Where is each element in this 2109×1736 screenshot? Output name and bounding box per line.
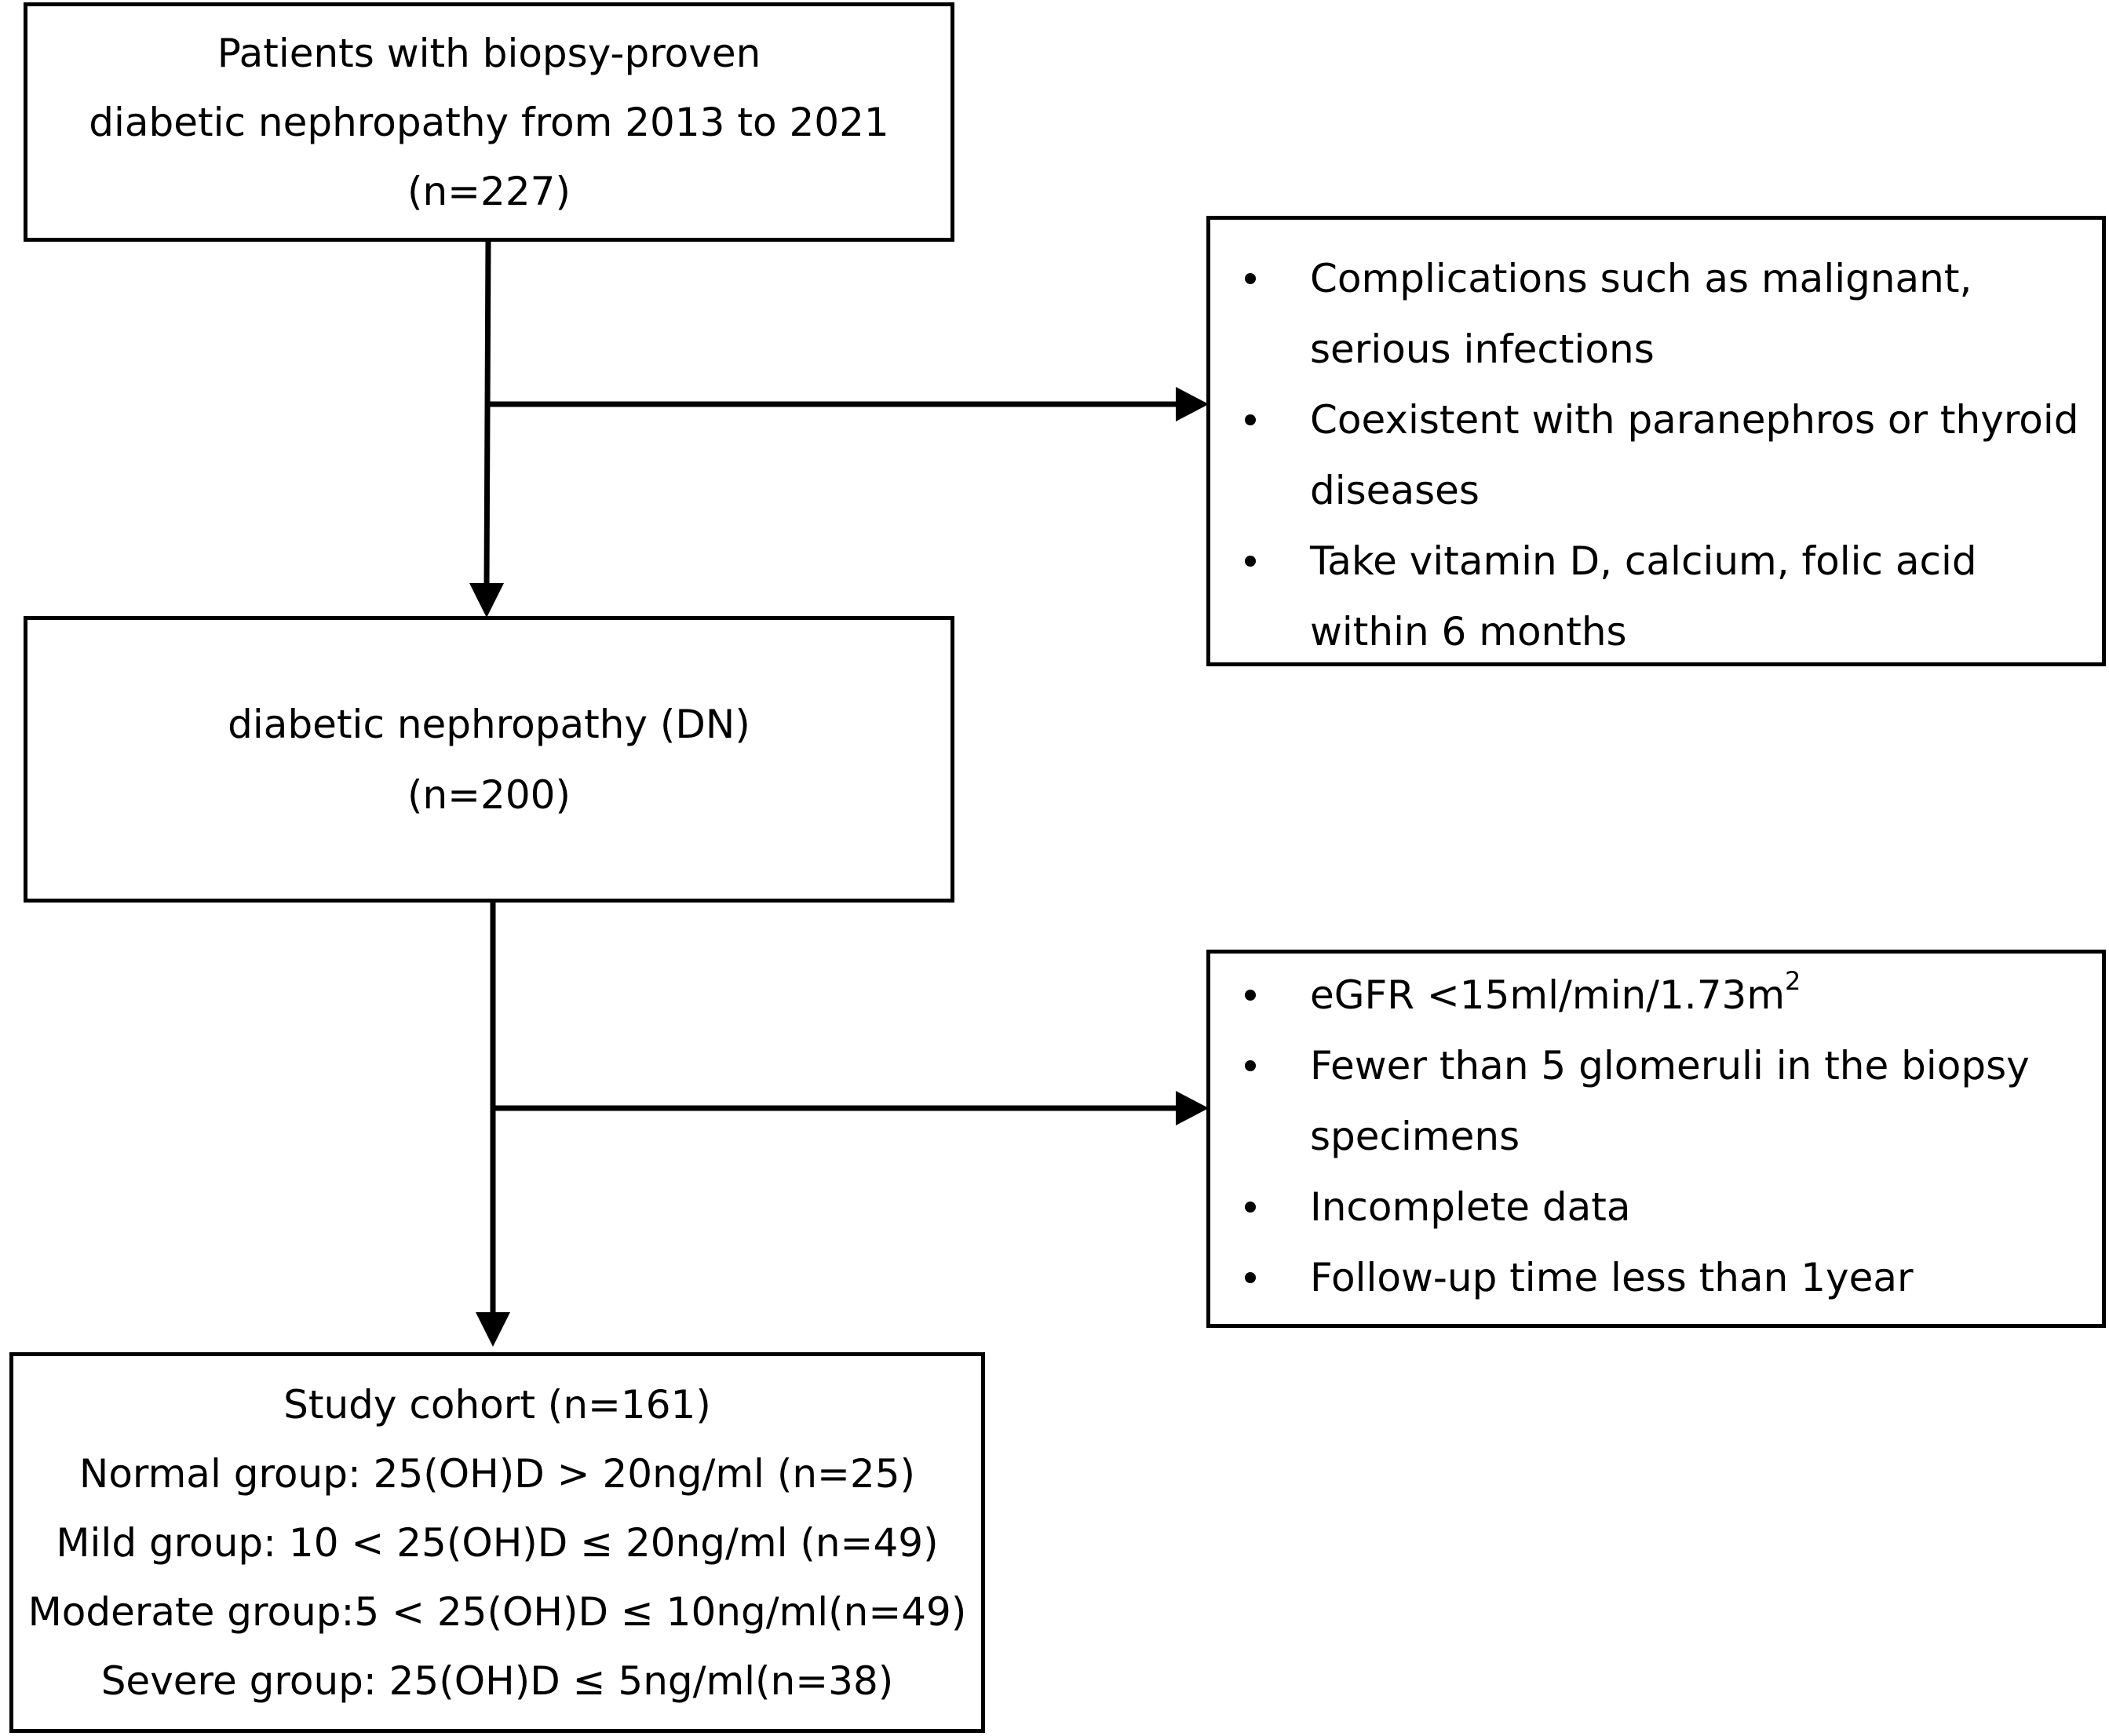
dn-line-1: diabetic nephropathy (DN) — [228, 701, 750, 747]
exclusion-1-item-2-line-2: diseases — [1310, 468, 1480, 513]
bullet-icon — [1245, 1060, 1256, 1071]
egfr-text: eGFR <15ml/min/1.73m — [1310, 972, 1786, 1018]
patients-line-2: diabetic nephropathy from 2013 to 2021 — [89, 99, 889, 145]
arrowhead-down-2 — [476, 1312, 510, 1347]
patients-line-1: Patients with biopsy-proven — [217, 30, 761, 76]
arrowhead-right-1 — [1176, 387, 1209, 421]
box-patients-initial: Patients with biopsy-proven diabetic nep… — [24, 2, 954, 242]
exclusion-1-item-2-line-1: Coexistent with paranephros or thyroid — [1310, 397, 2079, 443]
exclusion-2-item-3-line-1: Incomplete data — [1310, 1184, 1631, 1230]
dn-line-2: (n=200) — [407, 771, 571, 818]
exclusion-2-item-4-line-1: Follow-up time less than 1year — [1310, 1255, 1914, 1300]
bullet-icon — [1245, 1272, 1256, 1283]
arrowhead-down-1 — [469, 583, 504, 618]
exclusion-1-item-1-line-1: Complications such as malignant, — [1310, 256, 1972, 301]
box-exclusion-criteria-2: eGFR <15ml/min/1.73m2 Fewer than 5 glome… — [1206, 950, 2106, 1328]
connector-trunk-1 — [483, 239, 491, 585]
cohort-line-4: Moderate group:5 < 25(OH)D ≤ 10ng/ml(n=4… — [27, 1588, 967, 1635]
bullet-icon — [1245, 273, 1256, 284]
cohort-line-5: Severe group: 25(OH)D ≤ 5ng/ml(n=38) — [100, 1658, 894, 1704]
exclusion-2-item-2-line-1: Fewer than 5 glomeruli in the biopsy — [1310, 1043, 2030, 1089]
box-study-cohort: Study cohort (n=161) Normal group: 25(OH… — [9, 1352, 985, 1733]
exclusion-1-item-3-line-2: within 6 months — [1310, 609, 1627, 655]
bullet-icon — [1245, 990, 1256, 1001]
patients-line-3: (n=227) — [407, 168, 571, 214]
box-diabetic-nephropathy: diabetic nephropathy (DN) (n=200) — [24, 616, 954, 903]
exclusion-1-item-3-line-1: Take vitamin D, calcium, folic acid — [1310, 538, 1977, 584]
cohort-line-2: Normal group: 25(OH)D > 20ng/ml (n=25) — [78, 1450, 916, 1497]
bullet-icon — [1245, 414, 1256, 425]
exclusion-2-item-2-line-2: specimens — [1310, 1114, 1520, 1159]
exclusion-1-item-1-line-2: serious infections — [1310, 326, 1655, 372]
egfr-superscript: 2 — [1785, 966, 1801, 997]
cohort-line-1: Study cohort (n=161) — [283, 1381, 711, 1428]
bullet-icon — [1245, 1202, 1256, 1213]
box-exclusion-criteria-1: Complications such as malignant, serious… — [1206, 216, 2106, 666]
arrowhead-right-2 — [1176, 1091, 1209, 1125]
bullet-icon — [1245, 556, 1256, 567]
cohort-line-3: Mild group: 10 < 25(OH)D ≤ 20ng/ml (n=49… — [56, 1519, 939, 1566]
